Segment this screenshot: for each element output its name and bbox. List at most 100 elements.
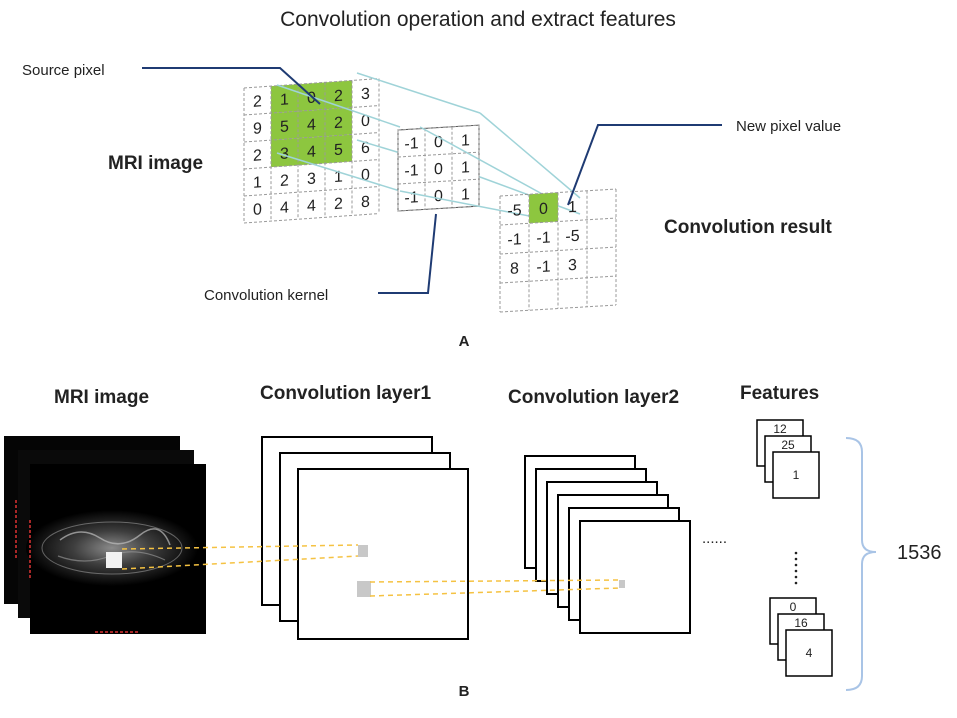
source-pixel-label: Source pixel: [22, 62, 105, 79]
source-cell-value: 3: [280, 145, 289, 163]
feature-connectors: [121, 544, 621, 597]
feature-stack-bottom: 0 16 4: [769, 597, 833, 677]
layer1-patch-large: [357, 581, 371, 597]
result-gridline: [500, 304, 616, 313]
mri-image-label-a: MRI image: [108, 153, 203, 174]
mri-image-label-b: MRI image: [54, 387, 149, 408]
horizontal-ellipsis: ......: [702, 530, 727, 547]
source-cell-value: 5: [334, 142, 343, 160]
source-gridline: [244, 105, 379, 116]
source-highlight-cell: [271, 138, 298, 168]
source-highlight-cell: [271, 84, 298, 114]
result-cell-value: -1: [507, 231, 521, 249]
kernel-cell-value: 0: [434, 134, 443, 152]
source-cell-value: 8: [361, 194, 370, 212]
conv-layer2-stack: [524, 455, 691, 634]
feature-box: [772, 451, 820, 499]
result-cell-value: 8: [510, 260, 519, 278]
kernel-cell-value: -1: [404, 135, 418, 153]
result-cell-value: -1: [536, 258, 550, 276]
panel-a-title: Convolution operation and extract featur…: [280, 8, 676, 31]
new-pixel-leader: [567, 124, 722, 206]
feature-stack-top: 12 25 1: [756, 419, 820, 499]
source-cell-value: 4: [280, 199, 289, 217]
source-cell-value: 0: [361, 167, 370, 185]
source-highlight-cell: [271, 111, 298, 141]
source-gridline: [244, 78, 379, 89]
mri-highlight-patch: [106, 552, 122, 568]
panel-b-label: B: [459, 683, 470, 700]
source-highlight-cell: [325, 107, 352, 137]
result-gridline: [500, 246, 616, 255]
feature-box: [785, 629, 833, 677]
feature-value: 1: [793, 468, 800, 482]
kernel-gridline: [398, 178, 479, 185]
result-cell-value: 1: [568, 199, 577, 217]
feature-brace: [845, 437, 877, 691]
vertical-ellipsis: [794, 551, 798, 585]
source-cell-value: 2: [280, 172, 289, 190]
result-cell-value: 3: [568, 257, 577, 275]
source-cell-value: 2: [253, 147, 262, 165]
source-cell-value: 0: [307, 89, 316, 107]
result-cell-value: -1: [536, 229, 550, 247]
source-cell-value: 1: [334, 169, 343, 187]
kernel-cell-value: 0: [434, 188, 443, 206]
features-label: Features: [740, 383, 819, 404]
feature-value: 12: [773, 422, 787, 436]
convolution-kernel-leader: [378, 213, 437, 294]
source-cell-value: 3: [361, 86, 370, 104]
feature-value: 4: [806, 646, 813, 660]
feature-value: 16: [794, 616, 808, 630]
layer2-patch: [619, 580, 625, 588]
source-cell-value: 2: [334, 196, 343, 214]
source-highlight-cell: [325, 80, 352, 110]
layer1-patch-small: [358, 545, 368, 557]
source-cell-value: 6: [361, 140, 370, 158]
panel-a-label: A: [459, 333, 470, 350]
mri-body-slice: [26, 510, 198, 586]
result-cell-value: -5: [565, 228, 579, 246]
layer1-label: Convolution layer1: [260, 383, 431, 404]
convolution-kernel-label: Convolution kernel: [204, 287, 328, 304]
source-cell-value: 0: [253, 201, 262, 219]
source-cell-value: 3: [307, 170, 316, 188]
source-cell-value: 2: [334, 88, 343, 106]
conv-layer1-stack: [261, 436, 469, 640]
result-gridline: [500, 217, 616, 226]
mri-image-stack: [4, 436, 206, 634]
source-cell-value: 4: [307, 116, 316, 134]
source-cell-value: 2: [334, 115, 343, 133]
source-cell-value: 4: [307, 197, 316, 215]
source-highlight-cell: [325, 134, 352, 164]
source-cell-value: 1: [280, 91, 289, 109]
feature-value: 25: [781, 438, 795, 452]
kernel-gridline: [398, 124, 479, 131]
source-gridline: [244, 132, 379, 143]
source-cell-value: 5: [280, 118, 289, 136]
source-highlight-cell: [298, 109, 325, 139]
kernel-cell-value: 1: [461, 132, 470, 150]
source-cell-value: 2: [253, 93, 262, 111]
feature-count: 1536: [897, 542, 942, 564]
source-cell-value: 4: [307, 143, 316, 161]
kernel-cell-value: 1: [461, 159, 470, 177]
result-cell-value: -5: [507, 202, 521, 220]
convolution-result-label: Convolution result: [664, 217, 833, 238]
source-gridline: [244, 213, 379, 224]
kernel-gridline: [398, 151, 479, 158]
kernel-gridline: [398, 205, 479, 212]
source-cell-value: 9: [253, 120, 262, 138]
kernel-cell-value: -1: [404, 162, 418, 180]
source-pixel-leader: [142, 67, 321, 105]
source-cell-value: 1: [253, 174, 262, 192]
source-gridline: [244, 186, 379, 197]
source-highlight-cell: [298, 136, 325, 166]
result-cell-value: 0: [539, 201, 548, 219]
result-highlight-cell: [529, 192, 558, 224]
layer2-feature-map: [579, 520, 691, 634]
feature-value: 0: [790, 600, 797, 614]
kernel-cell-value: 1: [461, 186, 470, 204]
